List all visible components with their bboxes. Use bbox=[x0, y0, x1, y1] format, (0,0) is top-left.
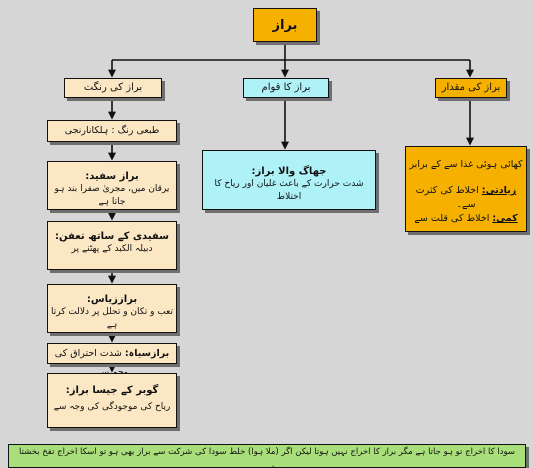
quantity-deficiency: کمی: اخلاط کی قلت سے bbox=[406, 212, 526, 226]
color-item-white-putrid: سفیدی کے ساتھ تعفن: دبیلہ الکبد کے پھٹنے… bbox=[47, 221, 177, 270]
color-item-white-text: یرقان میں، مجریٰ صفرا بند ہو جاتا ہے bbox=[54, 184, 170, 207]
color-item-dung-text: ریاح کی موجودگی کی وجہ سے bbox=[53, 402, 171, 412]
consistency-foamy: جھاگ والا براز: شدت حرارت کے باعث غلیان … bbox=[202, 150, 376, 210]
color-item-black-text: شدت احتراق کی وجہ سے bbox=[54, 348, 128, 378]
branch-quantity: براز کی مقدار bbox=[435, 78, 507, 98]
quantity-normal: کھائی ہوئی غذا سے کے برابر bbox=[409, 159, 523, 170]
color-item-ziyas: براززیاس: تعب و تکان و تحلل پر دلالت کرت… bbox=[47, 284, 177, 333]
color-item-natural: طبعی رنگ : ہلکانارنجی bbox=[47, 120, 177, 142]
consistency-foamy-title: جھاگ والا براز: bbox=[251, 166, 327, 177]
color-item-ziyas-title: براززیاس: bbox=[86, 294, 138, 305]
quantity-excess-label: زیادتی: bbox=[481, 185, 517, 196]
footer-note: سودا کا اخراج تو ہو جاتا ہے مگر براز کا … bbox=[8, 444, 526, 468]
quantity-deficiency-text: اخلاط کی قلت سے bbox=[414, 213, 493, 224]
color-item-natural-text: طبعی رنگ : ہلکانارنجی bbox=[64, 125, 160, 136]
branch-consistency: براز کا قوام bbox=[243, 78, 329, 98]
quantity-box: کھائی ہوئی غذا سے کے برابر زیادتی: اخلاط… bbox=[405, 146, 527, 232]
color-item-black: برازسیاہ: شدت احتراق کی وجہ سے bbox=[47, 343, 177, 378]
color-item-white: براز سفید: یرقان میں، مجریٰ صفرا بند ہو … bbox=[47, 161, 177, 210]
color-item-white-title: براز سفید: bbox=[85, 171, 139, 182]
quantity-excess: زیادتی: اخلاط کی کثرت سے۔ bbox=[406, 184, 526, 212]
color-item-black-title: برازسیاہ: bbox=[124, 348, 170, 359]
color-item-dung: گوبر کے جیسا براز: ریاح کی موجودگی کی وج… bbox=[47, 373, 177, 428]
color-item-white-putrid-title: سفیدی کے ساتھ تعفن: bbox=[55, 231, 169, 242]
diagram-title: براز bbox=[253, 8, 317, 42]
consistency-foamy-text: شدت حرارت کے باعث غلیان اور ریاح کا اختل… bbox=[214, 179, 364, 202]
quantity-excess-text: اخلاط کی کثرت سے۔ bbox=[415, 185, 482, 210]
color-item-ziyas-text: تعب و تکان و تحلل پر دلالت کرتا ہے bbox=[50, 307, 174, 330]
color-item-dung-title: گوبر کے جیسا براز: bbox=[65, 385, 159, 396]
branch-color: براز کی رنگت bbox=[64, 78, 162, 98]
color-item-white-putrid-text: دبیلہ الکبد کے پھٹنے پر bbox=[71, 244, 153, 254]
quantity-deficiency-label: کمی: bbox=[492, 213, 518, 224]
